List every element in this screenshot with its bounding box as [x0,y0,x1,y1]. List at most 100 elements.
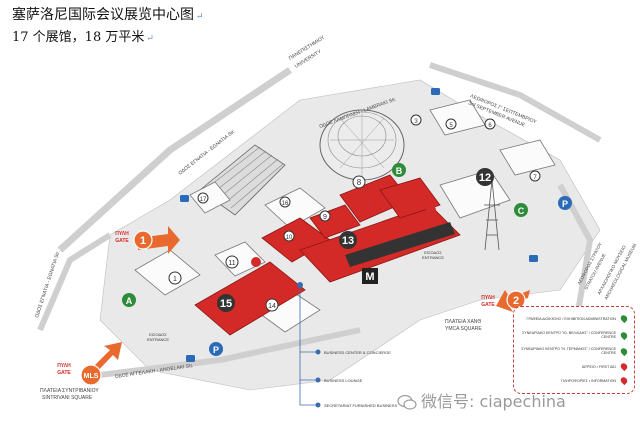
pin-11[interactable]: 11 [225,255,239,269]
pin-12[interactable]: 12 [476,168,494,186]
svg-text:ΠΥΛΗ: ΠΥΛΗ [481,295,495,301]
pavilion-13-shape [299,204,461,283]
first-aid-icon[interactable] [251,257,261,267]
info-pin-icon[interactable] [365,199,373,207]
pin-c[interactable]: C [514,203,528,217]
svg-text:ENTRANCE: ENTRANCE [422,255,444,260]
road-label-sintrivaniou: ΠΛΑΤΕΙΑ ΣΥΝΤΡΙΒΑΝΙΟΥ [40,388,99,394]
pin-5[interactable]: 5 [445,118,457,130]
pin-7[interactable]: 7 [529,170,541,182]
callout-dot [297,282,303,288]
svg-text:2: 2 [513,295,519,307]
svg-text:A: A [126,296,133,306]
pin-10[interactable]: 10 [283,230,295,242]
pavilion-13-sign [345,222,455,267]
svg-text:ENTRANCE: ENTRANCE [147,337,169,342]
info-pin-icon[interactable] [426,205,436,215]
svg-text:MLS: MLS [84,373,99,380]
pavilion-15-shape [194,261,306,336]
parking-icon[interactable]: P [209,342,223,356]
pin-15[interactable]: 15 [217,294,235,312]
pin-icon [619,375,629,386]
parking-icon[interactable]: P [558,196,572,210]
callout-dot [315,402,321,408]
pin-13[interactable]: 13 [339,231,357,249]
pin-icon [619,346,629,356]
svg-text:12: 12 [479,172,491,184]
pavilion-11-shape [214,241,266,277]
svg-text:9: 9 [323,214,327,221]
callout-label: BUSINESS LOUNGE [324,378,363,383]
svg-text:ΠΥΛΗ: ΠΥΛΗ [115,231,129,237]
road-egnatia-left [37,232,112,332]
legend-row: ΣΥΝΕΔΡΙΑΚΟ ΚΕΝΤΡΟ "Ν. ΓΕΡΜΑΝΟΣ" / CONFER… [520,346,632,356]
pin-9[interactable]: 9 [319,210,331,222]
page-subtitle: 17 个展馆，18 万平米↵ [12,30,154,45]
svg-text:16: 16 [282,201,289,207]
svg-text:P: P [562,199,568,209]
pin-icon [619,330,629,340]
svg-text:P: P [213,345,219,355]
pavilion-3-shape [379,177,441,219]
red-pavilions [194,174,461,336]
svg-text:B: B [396,166,403,176]
pin-a[interactable]: A [122,293,136,307]
pin-17[interactable]: 17 [197,192,209,204]
bus-icon [186,355,195,362]
svg-text:6: 6 [488,123,492,129]
entrance-label: ΕΙΣΟΔΟΣ ENTRANCE [422,250,444,260]
pavilion-17-shape [189,181,231,214]
svg-text:8: 8 [357,178,362,187]
m-logo [362,268,378,284]
gate-1[interactable]: 1 ΠΥΛΗ GATE [115,226,180,254]
callout-label: SECRETARIAT FURNISHED BUSINESS [324,403,397,408]
svg-text:ΕΙΣΟΔΟΣ: ΕΙΣΟΔΟΣ [424,250,442,255]
pin-14[interactable]: 14 [265,298,279,312]
svg-text:3: 3 [414,119,418,125]
pin-icon [619,313,629,324]
legend-row: ΓΡΑΦΕΙΑ ΔΙΟΙΚΗΣΗΣ / EXHIBITION ADMINISTR… [520,313,632,324]
legend-row: ΙΑΤΡΕΙΟ • FIRST AID [520,361,632,372]
svg-text:1: 1 [140,235,146,247]
callout-tree [299,285,318,406]
road-egnatia [57,67,292,253]
bus-icon [180,195,189,202]
tv-tower [484,179,500,251]
svg-text:5: 5 [449,123,453,129]
svg-text:15: 15 [220,298,232,310]
svg-text:14: 14 [268,303,276,310]
svg-text:1: 1 [173,276,177,283]
pavilion-7-shape [499,139,556,176]
pin-b[interactable]: B [392,163,406,177]
bus-icon [529,255,538,262]
pin-3[interactable]: 3 [410,114,422,126]
svg-text:17: 17 [200,197,207,203]
road-3sept [429,62,602,143]
svg-text:GATE: GATE [57,370,71,376]
svg-text:ΠΥΛΗ: ΠΥΛΗ [57,363,71,369]
wechat-icon [397,395,417,410]
map-legend: ΓΡΑΦΕΙΑ ΔΙΟΙΚΗΣΗΣ / EXHIBITION ADMINISTR… [513,306,635,394]
callout-dot [315,349,321,355]
svg-text:10: 10 [286,235,293,241]
svg-text:GATE: GATE [115,238,129,244]
pavilion-16-shape [264,187,326,229]
pin-8[interactable]: 8 [352,175,366,189]
svg-text:C: C [518,206,525,216]
svg-text:GATE: GATE [481,302,495,308]
svg-text:13: 13 [342,235,354,247]
road-label-ymca: YMCA SQUARE [445,326,482,332]
bus-icon [431,88,440,95]
pavilion-9-shape [309,204,361,239]
gate-mls[interactable]: MLS ΠΥΛΗ GATE [57,342,122,386]
entrance-label: ΕΙΣΟΔΟΣ ENTRANCE [147,332,169,342]
m-logo-letter: M [365,271,374,283]
pin-1[interactable]: 1 [168,271,182,285]
svg-text:ΕΙΣΟΔΟΣ: ΕΙΣΟΔΟΣ [149,332,167,337]
pin-6[interactable]: 6 [484,118,496,130]
pin-icon [619,361,629,372]
pin-16[interactable]: 16 [279,196,291,208]
road-angelaki [99,327,361,378]
dome-pavilion [319,109,405,181]
